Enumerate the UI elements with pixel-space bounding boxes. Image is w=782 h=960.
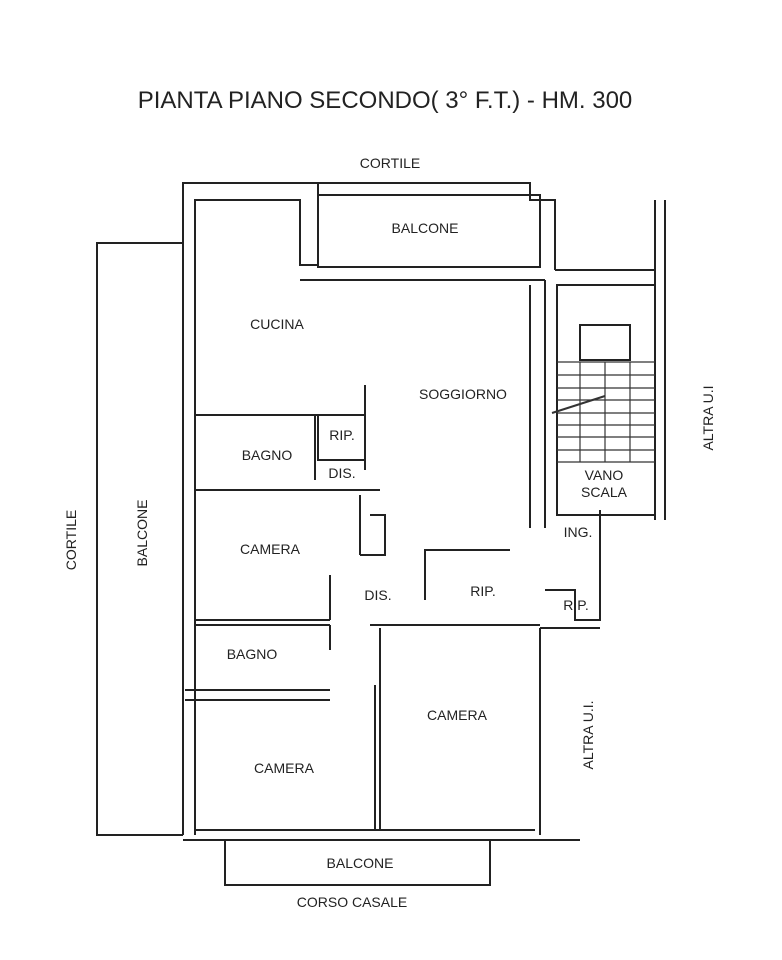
top-balcony-outline	[317, 194, 541, 268]
label-balcone-bottom: BALCONE	[327, 855, 394, 871]
label-bagno-1: BAGNO	[242, 447, 293, 463]
label-bagno-2: BAGNO	[227, 646, 278, 662]
label-rip-3: RIP.	[563, 597, 588, 613]
label-cucina: CUCINA	[250, 316, 304, 332]
stair-steps	[551, 361, 655, 463]
label-cortile-top: CORTILE	[360, 155, 420, 171]
label-ing: ING.	[564, 524, 593, 540]
room-labels: CORTILE BALCONE CUCINA SOGGIORNO BAGNO R…	[63, 155, 716, 910]
label-camera-2: CAMERA	[254, 760, 315, 776]
label-vano: VANO	[585, 467, 624, 483]
label-dis-1: DIS.	[328, 465, 355, 481]
label-balcone-left: BALCONE	[134, 500, 150, 567]
label-dis-2: DIS.	[364, 587, 391, 603]
plan-title: PIANTA PIANO SECONDO( 3° F.T.) - HM. 300	[138, 87, 633, 114]
label-corso-casale: CORSO CASALE	[297, 894, 407, 910]
label-camera-1: CAMERA	[240, 541, 301, 557]
label-soggiorno: SOGGIORNO	[419, 386, 507, 402]
label-rip-2: RIP.	[470, 583, 495, 599]
label-altra-ui-bottom: ALTRA U.I.	[580, 701, 596, 770]
label-scala: SCALA	[581, 484, 628, 500]
label-balcone-top: BALCONE	[392, 220, 459, 236]
label-rip-1: RIP.	[329, 427, 354, 443]
walls	[96, 182, 666, 886]
label-camera-3: CAMERA	[427, 707, 488, 723]
label-altra-ui-top: ALTRA U.I	[700, 385, 716, 450]
label-cortile-left: CORTILE	[63, 510, 79, 570]
